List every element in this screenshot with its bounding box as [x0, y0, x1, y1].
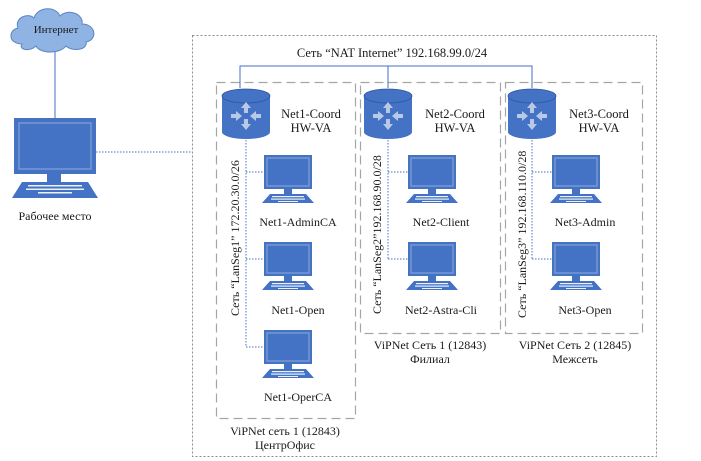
net2-coordinator-model: HW-VA: [434, 121, 476, 135]
net2-lan-links: [387, 140, 408, 260]
net1-host-icon-operca: [261, 329, 315, 379]
net3-frame: [504, 81, 644, 335]
net2-coordinator-name: Net2-Coord: [425, 107, 485, 121]
net1-coordinator-name: Net1-Coord: [281, 107, 341, 121]
net3-caption-line2: Межсеть: [552, 352, 598, 366]
net2-host-label-0: Net2-Client: [412, 215, 470, 229]
workstation-label: Рабочее место: [18, 209, 92, 223]
workstation-icon: [12, 118, 98, 198]
net2-caption-line2: Филиал: [410, 352, 450, 366]
net2-host-label-1: Net2-Astra-Cli: [405, 303, 477, 317]
nat-network-label: Сеть “NAT Internet” 192.168.99.0/24: [296, 46, 488, 60]
internet-label: Интернет: [33, 24, 79, 36]
net3-host-icon-open: [549, 241, 603, 291]
net3-segment-label: Сеть “LanSeg3” 192.168.110.0/28: [515, 150, 529, 318]
net1-coordinator-icon: [221, 88, 271, 140]
outer-frame: [192, 35, 657, 457]
net2-host-icon-astra-cli: [405, 241, 459, 291]
net3-host-label-0: Net3-Admin: [554, 215, 616, 229]
net1-host-label-1: Net1-Open: [271, 303, 325, 317]
net3-coordinator-name: Net3-Coord: [569, 107, 629, 121]
net3-lan-links: [531, 140, 552, 260]
net1-coordinator-model: HW-VA: [290, 121, 332, 135]
net2-frame: [359, 81, 502, 335]
net1-lan-links: [245, 140, 264, 348]
net3-coordinator-icon: [507, 88, 557, 140]
net3-caption-line1: ViPNet Сеть 2 (12845): [518, 338, 632, 352]
net2-caption-line1: ViPNet Сеть 1 (12843): [373, 338, 487, 352]
nat-bus: [239, 65, 533, 88]
net1-caption-line2: ЦентрОфис: [255, 438, 315, 452]
net3-host-icon-admin: [549, 154, 603, 204]
cloud-icon: [10, 8, 95, 53]
net1-host-label-2: Net1-OperCA: [264, 390, 332, 404]
net1-host-icon-open: [261, 241, 315, 291]
net1-segment-label: Сеть “LanSeg1” 172.20.30.0/26: [228, 160, 242, 316]
net3-host-label-1: Net3-Open: [558, 303, 612, 317]
net1-host-icon-adminca: [261, 154, 315, 204]
net3-coordinator-model: HW-VA: [578, 121, 620, 135]
net1-host-label-0: Net1-AdminCA: [259, 215, 337, 229]
net2-segment-label: Сеть “LanSeg2”192.168.90.0/28: [370, 155, 384, 314]
net2-coordinator-icon: [363, 88, 413, 140]
net2-host-icon-client: [405, 154, 459, 204]
net1-caption-line1: ViPNet сеть 1 (12843): [230, 424, 340, 438]
